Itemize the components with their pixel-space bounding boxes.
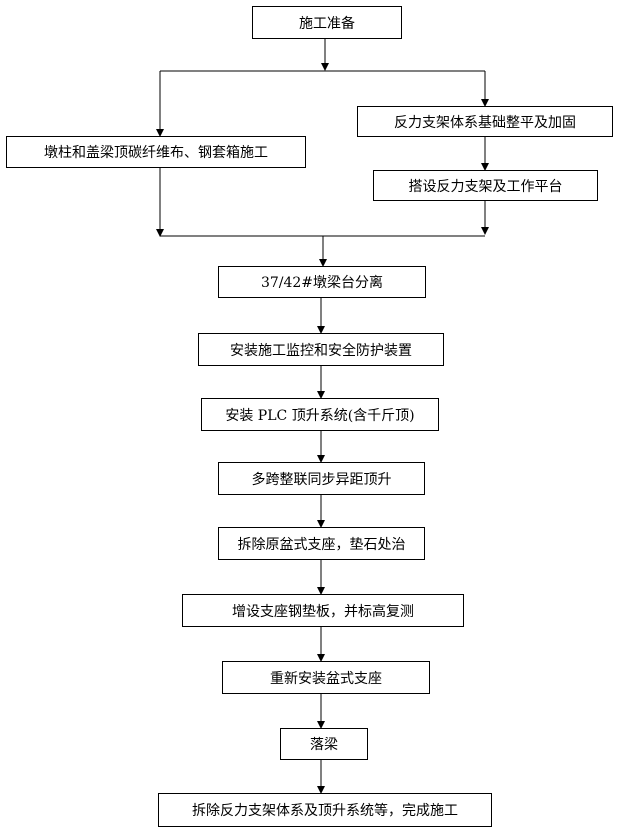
step-reinstall: 重新安装盆式支座 (222, 661, 430, 694)
step-foundation: 反力支架体系基础整平及加固 (357, 106, 613, 137)
step-drop: 落梁 (280, 728, 368, 760)
step-pier: 墩柱和盖梁顶碳纤维布、钢套箱施工 (6, 136, 306, 168)
step-remove: 拆除原盆式支座，垫石处治 (218, 527, 425, 560)
step-prep: 施工准备 (252, 6, 402, 39)
step-bracket: 搭设反力支架及工作平台 (373, 170, 598, 201)
step-monitor: 安装施工监控和安全防护装置 (198, 333, 444, 366)
step-lift: 多跨整联同步异距顶升 (218, 462, 425, 495)
step-finish: 拆除反力支架体系及顶升系统等，完成施工 (158, 793, 492, 827)
step-plc: 安装 PLC 顶升系统(含千斤顶) (201, 398, 439, 431)
step-shim: 增设支座钢垫板，并标高复测 (182, 594, 464, 627)
step-separate: 37/42#墩梁台分离 (218, 266, 426, 298)
